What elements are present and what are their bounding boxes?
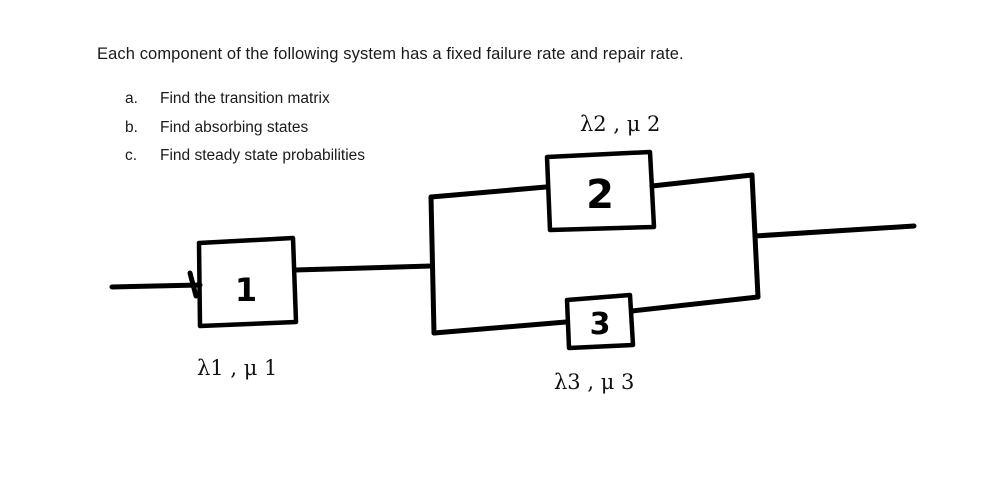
component-2-rate-label: λ2 , μ 2	[580, 112, 660, 136]
component-2-number: 2	[586, 172, 614, 218]
component-3-box	[564, 292, 636, 351]
task-text: Find the transition matrix	[160, 90, 330, 107]
output-wire	[752, 223, 917, 239]
series-wire	[292, 263, 434, 273]
task-letter: b.	[125, 118, 138, 136]
component-1-rate-label: λ1 , μ 1	[197, 356, 277, 380]
component-3-number: 3	[590, 307, 611, 342]
branch-3-out-wire	[629, 294, 761, 314]
question-text: Each component of the following system h…	[97, 45, 684, 63]
task-item: c. Find steady state probabilities	[125, 145, 365, 174]
input-tick	[187, 270, 199, 299]
task-text: Find absorbing states	[160, 118, 309, 136]
component-3-rate-label: λ3 , μ 3	[554, 370, 634, 394]
task-text: Find steady state probabilities	[160, 147, 366, 164]
branch-3-in-wire	[431, 319, 569, 336]
branch-2-in-wire	[428, 184, 549, 200]
component-1-box	[196, 235, 299, 329]
task-list: a. Find the transition matrix b. Find abso…	[125, 88, 365, 174]
input-wire	[109, 282, 203, 290]
parallel-left-rail	[428, 194, 437, 336]
component-2-box	[544, 149, 657, 233]
component-1-number: 1	[235, 271, 257, 309]
task-item: b. Find absorbing states	[125, 117, 365, 146]
task-letter: a.	[125, 90, 138, 107]
task-item: a. Find the transition matrix	[125, 88, 365, 117]
task-letter: c.	[125, 147, 138, 164]
branch-2-out-wire	[649, 172, 755, 189]
